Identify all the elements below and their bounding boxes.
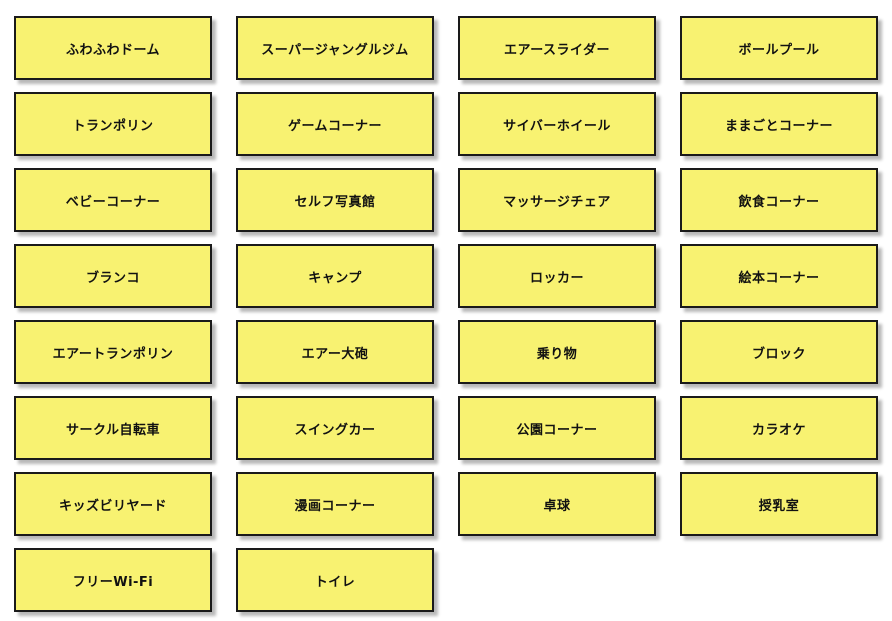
facility-label: ふわふわドーム bbox=[65, 42, 161, 58]
facility-label: 卓球 bbox=[543, 498, 571, 514]
facility-tile-karaoke[interactable]: カラオケ bbox=[680, 396, 878, 460]
facility-tile-circle-bicycle[interactable]: サークル自転車 bbox=[14, 396, 212, 460]
facility-label: ロッカー bbox=[529, 270, 584, 286]
facility-label: キャンプ bbox=[308, 270, 362, 286]
facility-label: エアートランポリン bbox=[52, 346, 174, 362]
facility-tile-manga-corner[interactable]: 漫画コーナー bbox=[236, 472, 434, 536]
facility-tile-massage-chair[interactable]: マッサージチェア bbox=[458, 168, 656, 232]
facility-tile-locker[interactable]: ロッカー bbox=[458, 244, 656, 308]
facility-label: キッズビリヤード bbox=[58, 498, 167, 514]
facility-label: サイバーホイール bbox=[503, 118, 611, 134]
facility-label: スイングカー bbox=[294, 422, 376, 438]
facility-label: ベビーコーナー bbox=[65, 194, 161, 210]
facility-label: 授乳室 bbox=[758, 498, 800, 514]
facility-tile-air-cannon[interactable]: エアー大砲 bbox=[236, 320, 434, 384]
facility-tile-trampoline[interactable]: トランポリン bbox=[14, 92, 212, 156]
facility-tile-toilet[interactable]: トイレ bbox=[236, 548, 434, 612]
facility-tile-game-corner[interactable]: ゲームコーナー bbox=[236, 92, 434, 156]
facility-label: ままごとコーナー bbox=[724, 118, 833, 134]
facility-tile-swing-car[interactable]: スイングカー bbox=[236, 396, 434, 460]
facility-tile-kids-billiards[interactable]: キッズビリヤード bbox=[14, 472, 212, 536]
facility-tile-picture-book-corner[interactable]: 絵本コーナー bbox=[680, 244, 878, 308]
facility-tile-air-trampoline[interactable]: エアートランポリン bbox=[14, 320, 212, 384]
facility-label: セルフ写真館 bbox=[294, 194, 376, 210]
facility-tile-air-slider[interactable]: エアースライダー bbox=[458, 16, 656, 80]
facility-tile-nursing-room[interactable]: 授乳室 bbox=[680, 472, 878, 536]
facility-label: 飲食コーナー bbox=[738, 194, 820, 210]
facility-tile-mamagoto-corner[interactable]: ままごとコーナー bbox=[680, 92, 878, 156]
facility-tile-table-tennis[interactable]: 卓球 bbox=[458, 472, 656, 536]
facility-label: スーパージャングルジム bbox=[261, 42, 409, 58]
facility-label: ブランコ bbox=[85, 270, 140, 286]
facility-label: ゲームコーナー bbox=[287, 118, 383, 134]
facility-tile-super-jungle-gym[interactable]: スーパージャングルジム bbox=[236, 16, 434, 80]
facility-tile-swing[interactable]: ブランコ bbox=[14, 244, 212, 308]
facility-tile-fuwafuwa-dome[interactable]: ふわふわドーム bbox=[14, 16, 212, 80]
facility-label: マッサージチェア bbox=[503, 194, 611, 210]
facility-tile-park-corner[interactable]: 公園コーナー bbox=[458, 396, 656, 460]
facility-tile-ball-pool[interactable]: ボールプール bbox=[680, 16, 878, 80]
facility-label: 公園コーナー bbox=[516, 422, 598, 438]
facility-label: トイレ bbox=[314, 574, 356, 590]
facility-label: エアー大砲 bbox=[301, 346, 369, 362]
facility-label: 漫画コーナー bbox=[294, 498, 376, 514]
facility-label: フリーWi-Fi bbox=[72, 574, 154, 590]
facility-tile-cyber-wheel[interactable]: サイバーホイール bbox=[458, 92, 656, 156]
facility-label: カラオケ bbox=[751, 422, 806, 438]
facility-tile-self-photo-studio[interactable]: セルフ写真館 bbox=[236, 168, 434, 232]
facility-label: エアースライダー bbox=[503, 42, 611, 58]
facility-tile-camp[interactable]: キャンプ bbox=[236, 244, 434, 308]
facility-label: ブロック bbox=[751, 346, 806, 362]
facility-label: 乗り物 bbox=[536, 346, 578, 362]
facility-tile-baby-corner[interactable]: ベビーコーナー bbox=[14, 168, 212, 232]
facility-label: 絵本コーナー bbox=[738, 270, 820, 286]
facility-tile-free-wifi[interactable]: フリーWi-Fi bbox=[14, 548, 212, 612]
facility-label: ボールプール bbox=[738, 42, 820, 58]
facility-label: トランポリン bbox=[72, 118, 154, 134]
facility-tile-rides[interactable]: 乗り物 bbox=[458, 320, 656, 384]
facility-label: サークル自転車 bbox=[65, 422, 161, 438]
facility-tile-blocks[interactable]: ブロック bbox=[680, 320, 878, 384]
facility-tile-food-corner[interactable]: 飲食コーナー bbox=[680, 168, 878, 232]
facility-grid: ふわふわドーム スーパージャングルジム エアースライダー ボールプール トランポ… bbox=[14, 16, 878, 612]
